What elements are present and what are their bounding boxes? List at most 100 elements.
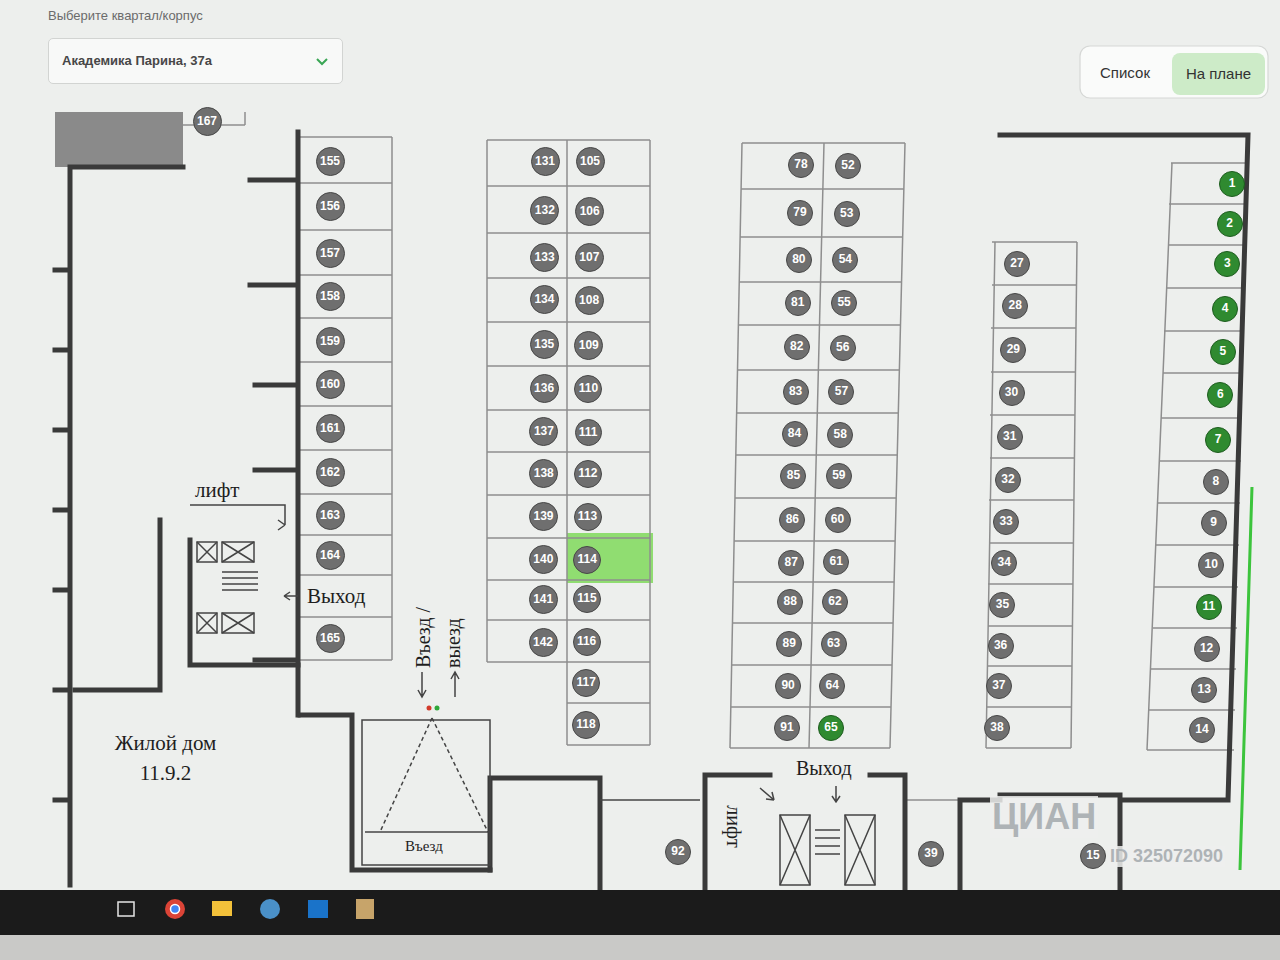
spot-number: 164	[317, 542, 344, 568]
thin-walls	[197, 613, 217, 633]
stall-lines	[986, 242, 1077, 748]
parking-spot: 136	[530, 374, 559, 403]
parking-spot: 160	[316, 370, 345, 399]
walls	[490, 778, 600, 890]
parking-spot: 10	[1198, 552, 1224, 578]
parking-spot: 14	[1189, 717, 1215, 743]
field-caption: Выберите квартал/корпус	[48, 8, 203, 23]
watermark: ID 325072090	[1108, 846, 1225, 867]
taskbar	[356, 899, 374, 919]
thin-walls	[600, 799, 700, 801]
spot-number: 6	[1208, 383, 1232, 406]
tab-label: На плане	[1172, 53, 1265, 95]
taskbar	[0, 890, 1280, 935]
spot-number: 133	[531, 244, 558, 270]
parking-spot: 113	[574, 503, 602, 531]
walls	[300, 715, 490, 870]
parking-spot: 92	[665, 839, 691, 865]
watermark: ЦИАН	[990, 796, 1098, 838]
parking-spot: 6	[1207, 382, 1233, 408]
stall-lines	[300, 137, 392, 660]
parking-spot: 118	[572, 711, 600, 739]
spot-number: 82	[785, 335, 809, 358]
parking-spot: 133	[530, 243, 559, 272]
spot-number: 88	[778, 590, 802, 613]
parking-spot: 112	[574, 460, 602, 488]
parking-spot: 155	[316, 147, 345, 176]
spot-number: 78	[789, 153, 813, 176]
spot-number: 38	[985, 716, 1009, 739]
spot-number: 9	[1202, 511, 1226, 534]
address-dropdown: Академика Парина, 37а	[48, 38, 343, 84]
parking-spot: 33	[993, 509, 1019, 535]
spot-number: 35	[990, 593, 1014, 616]
parking-spot: 161	[316, 414, 345, 443]
parking-spot: 57	[828, 379, 854, 405]
taskbar	[260, 899, 280, 919]
spot-number: 15	[1081, 844, 1105, 867]
thin-walls	[760, 786, 840, 802]
spot-number: 115	[574, 586, 600, 611]
taskbar	[165, 899, 185, 919]
spot-number: 13	[1192, 678, 1216, 701]
spot-number: 161	[317, 415, 344, 441]
parking-spot: 91	[774, 715, 800, 741]
spot-number: 3	[1215, 252, 1239, 275]
parking-spot: 137	[529, 417, 558, 446]
spot-number: 135	[531, 331, 558, 357]
spot-number: 92	[666, 840, 690, 863]
thin-walls	[222, 542, 254, 562]
thin-walls	[222, 613, 254, 633]
spot-number: 30	[1000, 381, 1024, 404]
taskbar	[212, 901, 232, 916]
parking-spot: 55	[831, 290, 857, 316]
spot-number: 57	[829, 380, 853, 403]
parking-spot: 79	[787, 200, 813, 226]
stall-lines	[487, 140, 650, 745]
spot-number: 54	[833, 248, 857, 271]
spot-number: 136	[531, 375, 558, 401]
parking-spot: 27	[1004, 251, 1030, 277]
parking-spot: 32	[995, 467, 1021, 493]
taskbar	[308, 900, 328, 918]
thin-walls	[845, 815, 875, 885]
spot-number: 61	[824, 550, 848, 573]
parking-spot: 134	[530, 285, 559, 314]
parking-spot: 162	[316, 458, 345, 487]
parking-spot: 2	[1217, 211, 1243, 237]
view-tab: Список	[1090, 56, 1160, 90]
spot-number: 55	[832, 291, 856, 314]
spot-number: 105	[577, 148, 604, 174]
parking-spot: 116	[573, 628, 601, 656]
exit-label: Выход	[796, 757, 852, 780]
building-block	[55, 112, 183, 167]
thin-walls	[222, 613, 254, 633]
parking-spot: 83	[783, 379, 809, 405]
walls	[705, 775, 905, 890]
selected-highlight	[567, 533, 653, 583]
parking-spot: 141	[529, 585, 558, 614]
parking-spot: 4	[1212, 296, 1238, 322]
parking-spot: 85	[780, 463, 806, 489]
spot-number: 110	[575, 376, 601, 401]
parking-spot: 1	[1219, 171, 1245, 197]
parking-spot: 80	[786, 247, 812, 273]
taskbar	[171, 905, 180, 914]
parking-spot: 56	[830, 335, 856, 361]
parking-spot: 139	[529, 502, 558, 531]
selected-highlight	[567, 533, 653, 583]
spot-number: 62	[823, 590, 847, 613]
spot-number: 138	[530, 460, 557, 486]
spot-number: 34	[992, 551, 1016, 574]
parking-spot: 58	[827, 422, 853, 448]
parking-spot: 34	[991, 550, 1017, 576]
spot-number: 7	[1206, 428, 1230, 451]
spot-number: 163	[317, 502, 344, 528]
parking-spot: 110	[574, 375, 602, 403]
spot-number: 1	[1220, 172, 1244, 195]
parking-spot: 138	[529, 459, 558, 488]
spot-number: 5	[1211, 340, 1235, 363]
spot-number: 12	[1195, 637, 1219, 660]
